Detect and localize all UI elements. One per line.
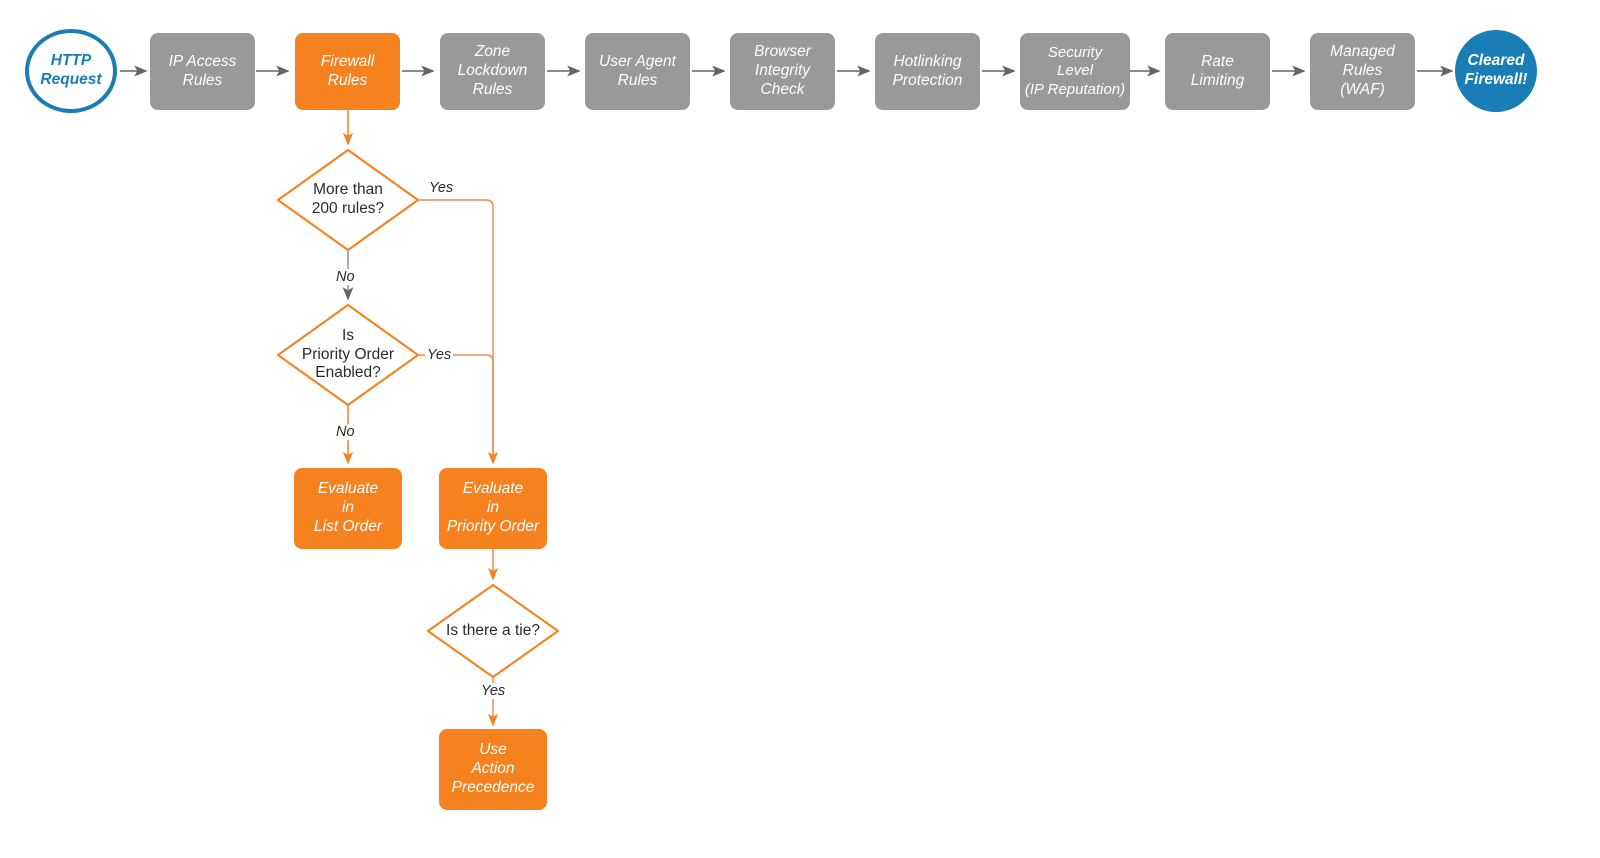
node-use-action-precedence[interactable]: Use Action Precedence <box>439 729 547 810</box>
edge-label-priority-yes: Yes <box>425 347 454 363</box>
node-label: HTTP Request <box>40 52 102 88</box>
edge-priority-yes <box>418 354 494 455</box>
edge-label-rulecount-yes: Yes <box>427 180 456 196</box>
decision-label: Is Priority Order Enabled? <box>301 326 395 382</box>
node-label: IP Access Rules <box>168 52 237 89</box>
node-cleared-firewall[interactable]: Cleared Firewall! <box>1455 30 1537 112</box>
node-http-request[interactable]: HTTP Request <box>25 29 117 113</box>
node-firewall-rules[interactable]: Firewall Rules <box>295 33 400 110</box>
node-label: Managed Rules (WAF) <box>1330 43 1395 98</box>
node-label: Zone Lockdown Rules <box>457 43 528 98</box>
node-evaluate-priority-order[interactable]: Evaluate in Priority Order <box>439 468 547 549</box>
node-label: Hotlinking Protection <box>892 52 963 89</box>
node-browser-integrity-check[interactable]: Browser Integrity Check <box>730 33 835 110</box>
node-rate-limiting[interactable]: Rate Limiting <box>1165 33 1270 110</box>
node-label: User Agent Rules <box>599 52 676 89</box>
node-label: Evaluate in Priority Order <box>446 480 540 535</box>
node-user-agent-rules[interactable]: User Agent Rules <box>585 33 690 110</box>
node-hotlinking-protection[interactable]: Hotlinking Protection <box>875 33 980 110</box>
node-managed-rules-waf[interactable]: Managed Rules (WAF) <box>1310 33 1415 110</box>
edge-label-rulecount-no: No <box>334 269 357 285</box>
edge-rulecount-yes <box>418 199 499 465</box>
node-label: Cleared Firewall! <box>1464 52 1528 88</box>
decision-label: More than 200 rules? <box>311 181 385 217</box>
node-label: Security Level (IP Reputation) <box>1024 44 1126 98</box>
node-label: Rate Limiting <box>1190 52 1245 89</box>
node-ip-access-rules[interactable]: IP Access Rules <box>150 33 255 110</box>
node-evaluate-list-order[interactable]: Evaluate in List Order <box>294 468 402 549</box>
node-label: Firewall Rules <box>320 52 375 89</box>
node-label: Browser Integrity Check <box>754 43 811 98</box>
decision-rule-count[interactable]: More than 200 rules? <box>278 150 418 250</box>
edge-label-priority-no: No <box>334 424 357 440</box>
decision-tie[interactable]: Is there a tie? <box>428 585 558 677</box>
node-label: Use Action Precedence <box>451 741 535 796</box>
node-security-level[interactable]: Security Level (IP Reputation) <box>1020 33 1130 110</box>
node-zone-lockdown-rules[interactable]: Zone Lockdown Rules <box>440 33 545 110</box>
edge-label-tie-yes: Yes <box>479 683 508 699</box>
decision-priority-order[interactable]: Is Priority Order Enabled? <box>278 305 418 405</box>
node-label: Evaluate in List Order <box>313 480 383 535</box>
decision-label: Is there a tie? <box>446 621 540 639</box>
